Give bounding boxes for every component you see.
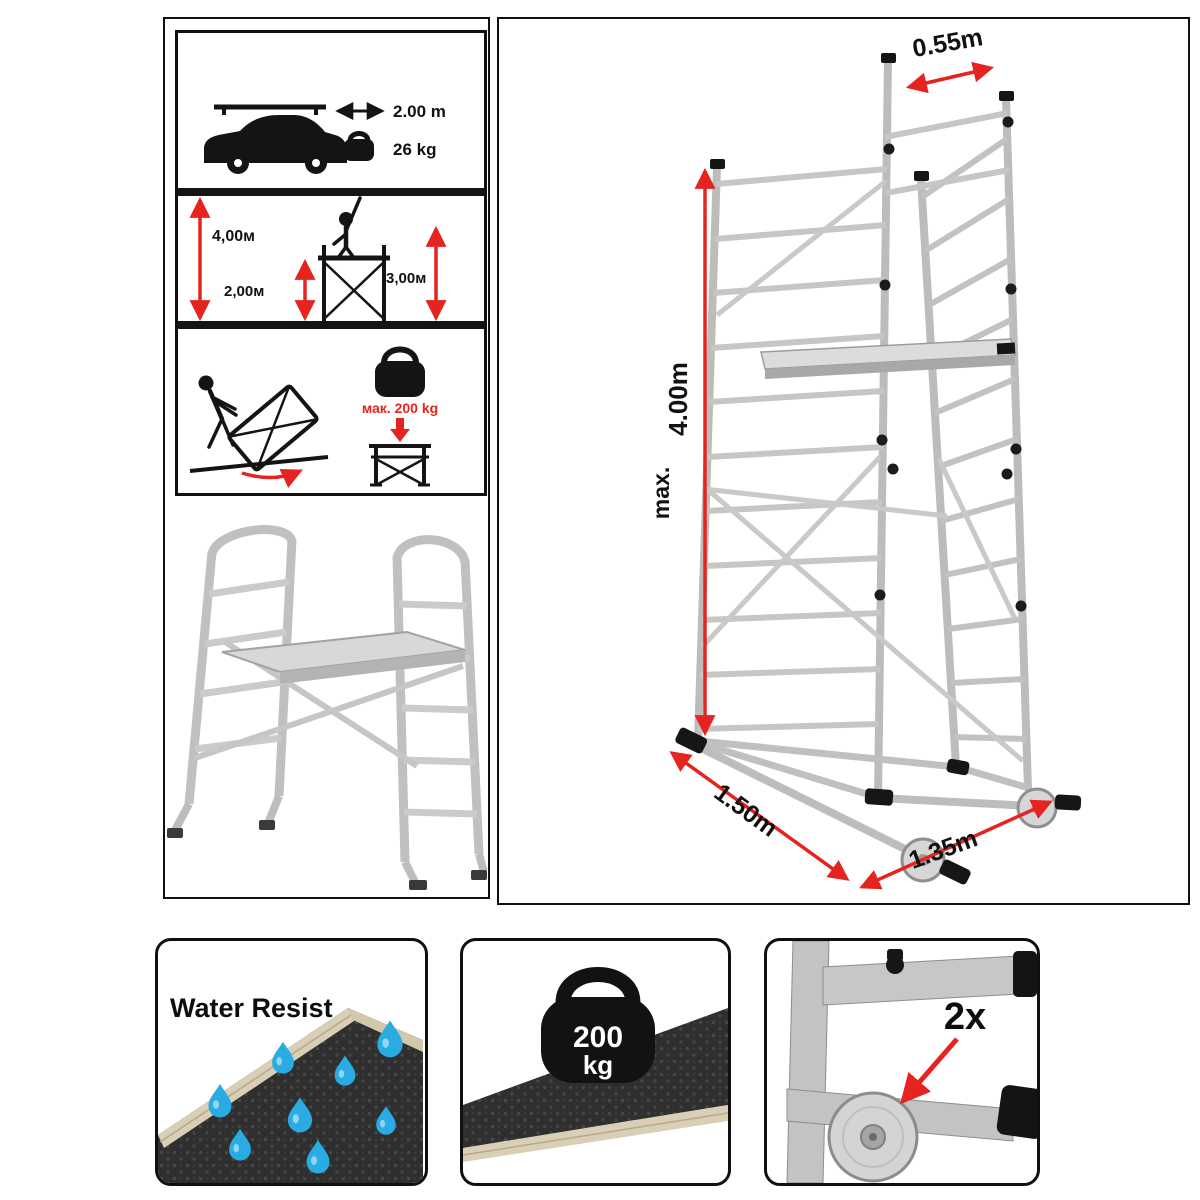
height-max-label: max. — [648, 467, 674, 519]
pointer-arrow-icon — [900, 1037, 959, 1105]
ceiling-height-label: 4,00м — [212, 228, 255, 245]
person-icon — [332, 196, 362, 260]
wheel-icon — [827, 1091, 919, 1183]
pictogram-assembly: мак. 200 kg — [189, 346, 438, 489]
tower-panel: 0.55m 4.00m max. 1.50m 1.35m — [497, 17, 1190, 905]
depth-arrow-icon — [669, 751, 850, 881]
platform-height-label: 2,00м — [224, 283, 264, 300]
roof-rack-icon — [214, 104, 326, 115]
load-weight-icon — [375, 346, 425, 397]
tilted-scaffold-icon — [227, 384, 319, 472]
depth-label: 1.50m — [709, 778, 783, 842]
kettlebell-icon: 200 kg — [541, 967, 655, 1083]
clamp-knobs — [874, 116, 1027, 612]
car-icon — [204, 115, 347, 174]
assembler-person-icon — [198, 375, 238, 449]
scaffold-side-icon — [318, 245, 390, 321]
scaffold-workbench-photo — [167, 525, 487, 890]
tower-frame — [693, 53, 1032, 859]
tower-platform — [760, 338, 1016, 379]
water-resist-illustration: Water Resist — [158, 993, 423, 1183]
workbench-frame-right — [392, 535, 484, 863]
max-load-label: мак. 200 kg — [362, 400, 438, 416]
max-load-value: 200 — [573, 1021, 623, 1054]
wheel-closeup-illustration: 2x — [786, 941, 1037, 1183]
platform-surface — [158, 1008, 423, 1183]
floor-line — [178, 321, 484, 329]
ceiling-line — [178, 188, 484, 196]
top-width-arrow-icon — [905, 61, 995, 94]
pictogram-illustrations: 2.00 m 26 kg 4,00м — [178, 102, 484, 489]
tower-illustration: 0.55m 4.00m max. 1.50m 1.35m — [648, 23, 1082, 890]
height-label: 4.00m — [663, 362, 693, 436]
max-load-unit: kg — [583, 1050, 613, 1080]
working-height-label: 3,00м — [386, 270, 426, 287]
transport-length-label: 2.00 m — [393, 102, 446, 121]
workbench-platform — [221, 630, 466, 684]
feature-water-resist: Water Resist — [155, 938, 428, 1186]
pictogram-box: 2.00 m 26 kg 4,00м — [175, 30, 487, 496]
water-resist-label: Water Resist — [170, 993, 333, 1023]
info-panel: 2.00 m 26 kg 4,00м — [163, 17, 490, 899]
wheels-count-label: 2x — [944, 996, 986, 1038]
pictogram-transport: 2.00 m 26 kg — [204, 102, 446, 174]
top-width-label: 0.55m — [910, 23, 985, 63]
feature-max-load: 200 kg — [460, 938, 731, 1186]
down-arrow-icon — [390, 418, 410, 442]
width-arrow-icon — [859, 799, 1053, 890]
scaffold-front-icon — [369, 444, 431, 487]
feature-wheels: 2x — [764, 938, 1040, 1186]
max-load-illustration: 200 kg — [463, 967, 728, 1162]
workbench-feet — [167, 794, 487, 890]
weight-icon — [344, 131, 374, 161]
tilt-arrow-icon — [241, 468, 303, 489]
transport-weight-label: 26 kg — [393, 140, 436, 159]
pictogram-room-heights: 4,00м — [178, 188, 484, 329]
